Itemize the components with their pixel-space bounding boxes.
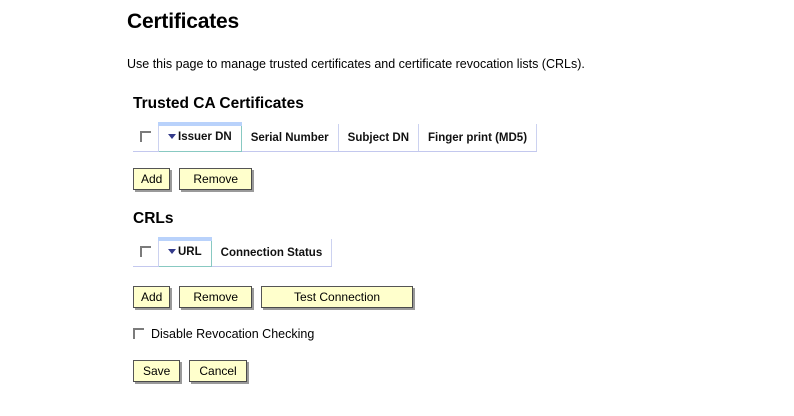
add-crl-button[interactable]: Add xyxy=(133,286,171,308)
triangle-down-icon xyxy=(168,248,176,254)
disable-revocation-checking-label: Disable Revocation Checking xyxy=(151,327,315,341)
trusted-ca-table: Issuer DN Serial Number Subject DN Finge… xyxy=(133,122,538,152)
column-header-connection-status[interactable]: Connection Status xyxy=(211,239,333,267)
remove-certificate-button[interactable]: Remove xyxy=(179,168,253,190)
crls-table: URL Connection Status xyxy=(133,237,333,267)
triangle-down-icon xyxy=(168,133,176,139)
column-header-url[interactable]: URL xyxy=(158,237,212,267)
trusted-ca-select-all-cell[interactable] xyxy=(133,124,159,152)
form-actions-row: Save Cancel xyxy=(133,360,747,382)
trusted-ca-table-head: Issuer DN Serial Number Subject DN Finge… xyxy=(133,122,538,152)
column-header-serial-number-label: Serial Number xyxy=(250,131,329,144)
column-header-finger-print-md5[interactable]: Finger print (MD5) xyxy=(418,124,538,152)
trusted-ca-section-title: Trusted CA Certificates xyxy=(133,95,304,112)
checkbox-unchecked-icon[interactable] xyxy=(140,131,151,143)
column-header-url-label: URL xyxy=(178,246,202,259)
crls-header-row: URL Connection Status xyxy=(133,237,333,267)
page-title: Certificates xyxy=(127,10,239,33)
column-header-issuer-dn[interactable]: Issuer DN xyxy=(158,122,242,152)
column-header-connection-status-label: Connection Status xyxy=(220,246,323,259)
checkbox-unchecked-icon[interactable] xyxy=(133,327,144,339)
column-header-serial-number[interactable]: Serial Number xyxy=(241,124,339,152)
page-description: Use this page to manage trusted certific… xyxy=(127,57,585,71)
page-content: Certificates Use this page to manage tru… xyxy=(127,10,747,382)
column-header-subject-dn[interactable]: Subject DN xyxy=(338,124,420,152)
add-certificate-button[interactable]: Add xyxy=(133,168,171,190)
column-header-finger-print-md5-label: Finger print (MD5) xyxy=(428,131,528,144)
crls-grid-wrapper: URL Connection Status xyxy=(133,237,747,267)
disable-revocation-checking-row[interactable]: Disable Revocation Checking xyxy=(133,326,747,342)
trusted-ca-header-row: Issuer DN Serial Number Subject DN Finge… xyxy=(133,122,538,152)
column-header-issuer-dn-label: Issuer DN xyxy=(178,131,232,144)
save-button[interactable]: Save xyxy=(133,360,181,382)
crls-section-title: CRLs xyxy=(133,210,174,227)
test-connection-button[interactable]: Test Connection xyxy=(261,286,414,308)
crls-select-all-cell[interactable] xyxy=(133,239,159,267)
checkbox-unchecked-icon[interactable] xyxy=(140,246,151,258)
crls-table-head: URL Connection Status xyxy=(133,237,333,267)
cancel-button[interactable]: Cancel xyxy=(189,360,247,382)
trusted-ca-grid-wrapper: Issuer DN Serial Number Subject DN Finge… xyxy=(133,122,747,152)
crls-button-row: Add Remove Test Connection xyxy=(133,286,747,308)
remove-crl-button[interactable]: Remove xyxy=(179,286,253,308)
column-header-subject-dn-label: Subject DN xyxy=(347,131,410,144)
trusted-ca-button-row: Add Remove xyxy=(133,168,747,190)
